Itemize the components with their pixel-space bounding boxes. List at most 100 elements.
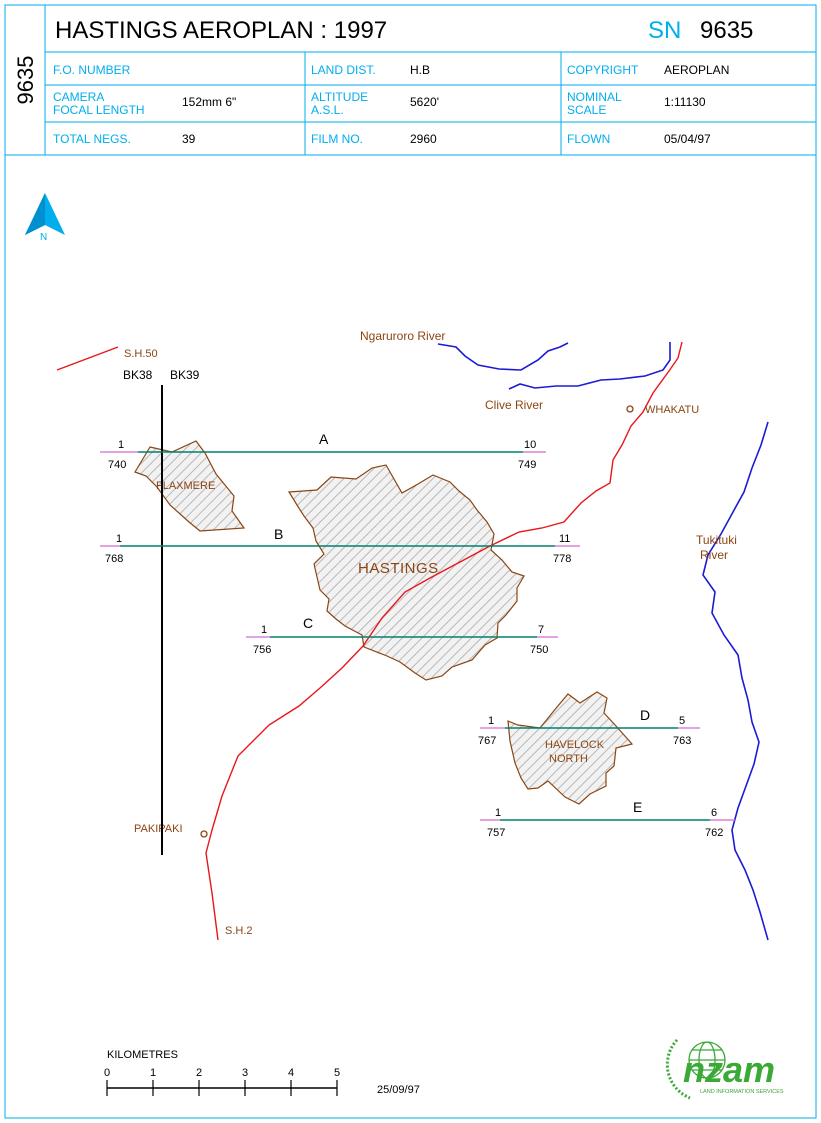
havelock-north-area xyxy=(507,691,634,805)
run-e-end-no: 6 xyxy=(711,807,717,819)
hastings-label: HASTINGS xyxy=(358,560,439,577)
copyright-value: AEROPLAN xyxy=(664,63,729,77)
pakipaki-label: PAKIPAKI xyxy=(134,823,183,835)
run-d-start-frame: 767 xyxy=(478,735,496,747)
altitude-label: ALTITUDE xyxy=(311,90,368,104)
clive-river-label: Clive River xyxy=(485,398,543,412)
scale-bar: KILOMETRES 0 1 2 3 4 5 25/09/97 xyxy=(104,1049,420,1096)
run-a-letter: A xyxy=(319,431,329,447)
fo-number-label: F.O. NUMBER xyxy=(53,63,131,77)
run-b-start-frame: 768 xyxy=(105,553,123,565)
asl-label: A.S.L. xyxy=(311,103,344,117)
scale-tick-0: 0 xyxy=(104,1067,110,1079)
scale-tick-3: 3 xyxy=(242,1067,248,1079)
run-c-end-frame: 750 xyxy=(530,644,548,656)
scale-label: SCALE xyxy=(567,103,606,117)
run-e-letter: E xyxy=(633,799,642,815)
run-b-end-no: 11 xyxy=(559,533,570,545)
sheet-border xyxy=(4,4,817,1119)
flight-runs: A 1 740 10 749 B 1 768 11 778 C 1 756 7 … xyxy=(100,431,735,839)
sh2-label: S.H.2 xyxy=(225,925,253,937)
run-a-end-no: 10 xyxy=(524,439,536,451)
run-a-end-frame: 749 xyxy=(518,459,536,471)
sh2-road xyxy=(205,341,683,941)
plan-date: 25/09/97 xyxy=(377,1084,420,1096)
ngaruroro-river-label: Ngaruroro River xyxy=(360,329,445,343)
run-d-start-no: 1 xyxy=(488,715,494,727)
roads xyxy=(56,341,683,941)
clive-river xyxy=(508,342,671,390)
total-negs-label: TOTAL NEGS. xyxy=(53,132,131,146)
whakatu-marker-icon xyxy=(626,405,634,413)
focal-length-label: FOCAL LENGTH xyxy=(53,103,145,117)
sn-label: SN xyxy=(648,17,681,44)
run-a-start-no: 1 xyxy=(118,439,124,451)
run-c-end-no: 7 xyxy=(538,624,544,636)
run-b: B 1 768 11 778 xyxy=(100,526,580,565)
run-b-start-no: 1 xyxy=(116,533,122,545)
run-a-start-frame: 740 xyxy=(108,459,126,471)
block-right-label: BK39 xyxy=(170,368,200,382)
run-b-letter: B xyxy=(274,526,283,542)
tukituki-river-label: River xyxy=(700,548,728,562)
run-d-end-no: 5 xyxy=(679,715,685,727)
run-c-start-no: 1 xyxy=(261,624,267,636)
run-a: A 1 740 10 749 xyxy=(100,431,546,471)
header-grid xyxy=(5,5,816,156)
havelock-label: HAVELOCK xyxy=(545,739,605,751)
run-d-letter: D xyxy=(640,707,650,723)
scale-tick-2: 2 xyxy=(196,1067,202,1079)
pakipaki-marker-icon xyxy=(200,830,208,838)
tukituki-river xyxy=(702,421,769,941)
scale-tick-1: 1 xyxy=(150,1067,156,1079)
scale-tick-4: 4 xyxy=(288,1067,294,1079)
copyright-label: COPYRIGHT xyxy=(567,63,639,77)
film-no-value: 2960 xyxy=(410,132,437,146)
havelock-north-label: NORTH xyxy=(549,753,588,765)
sn-value: 9635 xyxy=(700,17,753,44)
scale-tick-5: 5 xyxy=(334,1067,340,1079)
block-left-label: BK38 xyxy=(123,368,153,382)
logo-subtitle: LAND INFORMATION SERVICES xyxy=(700,1089,784,1095)
flown-label: FLOWN xyxy=(567,132,610,146)
scale-title: KILOMETRES xyxy=(107,1049,178,1061)
land-dist-value: H.B xyxy=(410,63,430,77)
land-dist-label: LAND DIST. xyxy=(311,63,376,77)
run-e-end-frame: 762 xyxy=(705,827,723,839)
total-negs-value: 39 xyxy=(182,132,196,146)
camera-value: 152mm 6" xyxy=(182,95,236,109)
sh50-road xyxy=(56,346,119,371)
flaxmere-label: FLAXMERE xyxy=(156,480,215,492)
run-d-end-frame: 763 xyxy=(673,735,691,747)
nzam-logo: nzam LAND INFORMATION SERVICES xyxy=(665,1038,784,1100)
run-c: C 1 756 7 750 xyxy=(246,615,558,656)
place-labels: FLAXMERE HASTINGS HAVELOCK NORTH WHAKATU… xyxy=(124,329,737,937)
north-label: N xyxy=(40,232,47,243)
film-no-label: FILM NO. xyxy=(311,132,363,146)
whakatu-label: WHAKATU xyxy=(645,404,699,416)
nominal-label: NOMINAL xyxy=(567,90,622,104)
run-e: E 1 757 6 762 xyxy=(480,799,735,839)
hastings-area xyxy=(287,464,525,681)
run-c-start-frame: 756 xyxy=(253,644,271,656)
run-e-start-frame: 757 xyxy=(487,827,505,839)
sheet-title: HASTINGS AEROPLAN : 1997 xyxy=(55,17,387,44)
run-c-letter: C xyxy=(303,615,313,631)
nominal-scale-value: 1:11130 xyxy=(664,95,706,109)
run-b-end-frame: 778 xyxy=(553,553,571,565)
globe-icon xyxy=(665,1038,726,1100)
tukituki-label: Tukituki xyxy=(696,533,737,547)
rivers xyxy=(437,342,769,941)
block-boundary: BK38 BK39 xyxy=(123,368,200,855)
altitude-value: 5620' xyxy=(410,95,439,109)
side-sheet-number: 9635 xyxy=(13,56,38,105)
flown-value: 05/04/97 xyxy=(664,132,711,146)
north-arrow-icon: N xyxy=(25,193,65,243)
camera-label: CAMERA xyxy=(53,90,104,104)
ngaruroro-river xyxy=(437,342,569,371)
urban-areas xyxy=(134,440,634,805)
run-d: D 1 767 5 763 xyxy=(478,707,700,747)
run-e-start-no: 1 xyxy=(495,807,501,819)
sh50-label: S.H.50 xyxy=(124,348,158,360)
